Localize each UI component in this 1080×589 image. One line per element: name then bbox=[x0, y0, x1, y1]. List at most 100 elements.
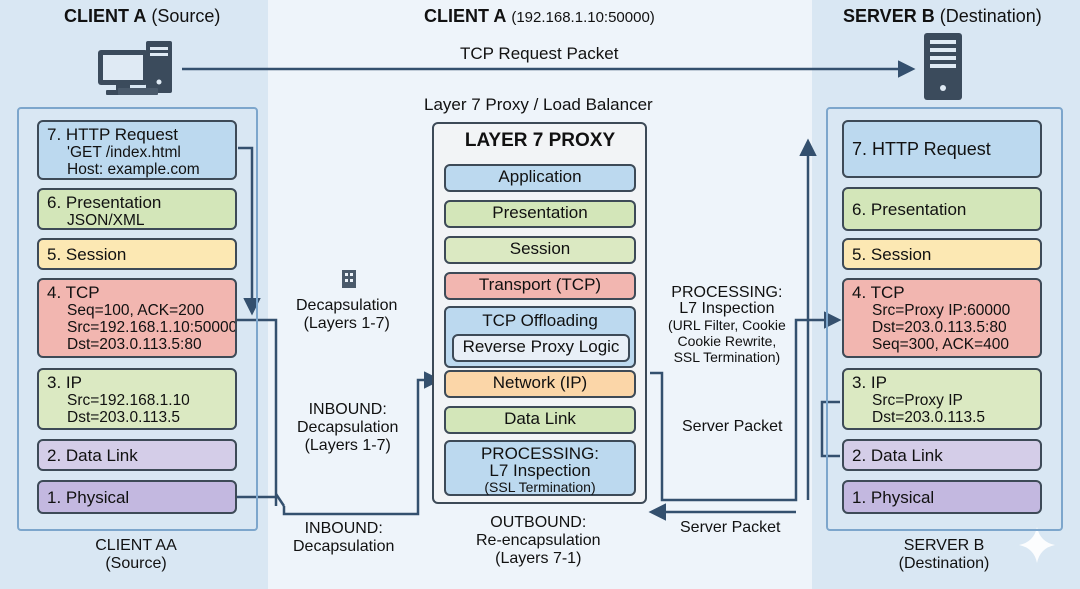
client-layer-5-session: 5. Session bbox=[37, 238, 237, 270]
annotation-inbound-bottom: INBOUND: Decapsulation bbox=[293, 520, 394, 556]
server-layer-4-tcp-detail: Dst=203.0.113.5:80 bbox=[872, 319, 1007, 336]
tcp-request-label: TCP Request Packet bbox=[460, 44, 619, 63]
client-layer-1-physical-content: 1. Physical bbox=[47, 488, 129, 507]
server-layer-3-ip-title: 3. IP bbox=[852, 373, 887, 392]
server-layer-7-http-title: 7. HTTP Request bbox=[852, 138, 991, 159]
client-layer-4-tcp-title: 4. TCP bbox=[47, 283, 100, 302]
caption-client-line2: (Source) bbox=[105, 555, 167, 572]
client-layer-6-presentation-detail: JSON/XML bbox=[67, 212, 145, 229]
server-layer-6-presentation-content: 6. Presentation bbox=[852, 200, 966, 219]
client-layer-2-data-link-title: 2. Data Link bbox=[47, 445, 138, 465]
client-layer-2-data-link-content: 2. Data Link bbox=[47, 446, 138, 465]
proxy-data-link-layer: Data Link bbox=[444, 406, 636, 434]
client-layer-2-data-link: 2. Data Link bbox=[37, 439, 237, 471]
server-layer-4-tcp-title: 4. TCP bbox=[852, 283, 905, 302]
server-stack-panel bbox=[826, 107, 1063, 531]
annotation-outbound-line2: Re-encapsulation bbox=[476, 532, 601, 549]
proxy-processing-title: PROCESSING: bbox=[480, 444, 600, 463]
annotation-processing-line5: SSL Termination) bbox=[673, 349, 781, 365]
server-layer-3-ip-detail: Src=Proxy IP bbox=[872, 392, 963, 409]
client-layer-1-physical: 1. Physical bbox=[37, 480, 237, 514]
building-icon bbox=[342, 270, 356, 288]
client-layer-7-http-title: 7. HTTP Request bbox=[47, 125, 179, 144]
header-client-name: CLIENT A bbox=[64, 6, 147, 26]
annotation-decapsulation: Decapsulation (Layers 1-7) bbox=[296, 297, 397, 333]
annotation-inbound-decap: INBOUND: Decapsulation (Layers 1-7) bbox=[297, 401, 398, 455]
header-server-name: SERVER B bbox=[843, 6, 935, 26]
server-layer-3-ip-detail: Dst=203.0.113.5 bbox=[872, 409, 986, 426]
server-layer-1-physical-title: 1. Physical bbox=[852, 487, 935, 507]
header-client-source: CLIENT A (Source) bbox=[64, 6, 220, 27]
annotation-outbound: OUTBOUND: Re-encapsulation (Layers 7-1) bbox=[476, 514, 601, 568]
server-ip-loop bbox=[820, 400, 840, 458]
proxy-network-layer: Network (IP) bbox=[444, 370, 636, 398]
annotation-processing-line4: Cookie Rewrite, bbox=[677, 333, 777, 349]
proxy-session-layer: Session bbox=[444, 236, 636, 264]
client-layer-4-tcp-detail: Dst=203.0.113.5:80 bbox=[67, 336, 202, 353]
client-layer-5-session-content: 5. Session bbox=[47, 245, 126, 264]
client-down-arrow bbox=[238, 146, 261, 316]
desktop-computer-icon bbox=[98, 41, 172, 95]
client-layer-7-http-detail: 'GET /index.html bbox=[67, 144, 181, 161]
annotation-inbound-bottom-line2: Decapsulation bbox=[293, 538, 395, 555]
sparkle-icon bbox=[1019, 527, 1055, 563]
annotation-inbound-line1: INBOUND: bbox=[308, 401, 387, 418]
annotation-processing-line3: (URL Filter, Cookie bbox=[668, 317, 786, 333]
server-layer-1-physical-content: 1. Physical bbox=[852, 488, 934, 507]
server-layer-1-physical: 1. Physical bbox=[842, 480, 1042, 514]
client-layer-4-tcp-detail: Src=192.168.1.10:50000 bbox=[67, 319, 237, 336]
client-layer-3-ip-detail: Dst=203.0.113.5 bbox=[67, 409, 181, 426]
caption-server: SERVER B (Destination) bbox=[874, 537, 1014, 573]
wire-to-proxy-arrow-a bbox=[274, 493, 286, 507]
wire-to-proxy-arrow bbox=[282, 371, 442, 516]
annotation-server-packet-1: Server Packet bbox=[682, 418, 783, 435]
annotation-decap-line2: (Layers 1-7) bbox=[303, 315, 390, 332]
proxy-title: LAYER 7 PROXY bbox=[464, 130, 616, 151]
proxy-tcp-offloading-label: TCP Offloading bbox=[482, 311, 598, 330]
header-client-address: CLIENT A (192.168.1.10:50000) bbox=[424, 6, 655, 27]
header-client-role: (Source) bbox=[151, 6, 221, 26]
proxy-processing-line1: L7 Inspection bbox=[489, 461, 591, 480]
client-layer-6-presentation-title: 6. Presentation bbox=[47, 193, 162, 212]
server-layer-5-session: 5. Session bbox=[842, 238, 1042, 270]
header-server-role: (Destination) bbox=[939, 6, 1042, 26]
proxy-caption: Layer 7 Proxy / Load Balancer bbox=[424, 95, 653, 114]
proxy-outbound-path bbox=[650, 311, 842, 502]
annotation-server-packet-2: Server Packet bbox=[680, 519, 781, 536]
server-layer-5-session-content: 5. Session bbox=[852, 245, 931, 264]
server-layer-4-tcp-detail: Src=Proxy IP:60000 bbox=[872, 302, 1011, 319]
annotation-inbound-line2: Decapsulation bbox=[297, 419, 399, 436]
annotation-inbound-line3: (Layers 1-7) bbox=[304, 437, 391, 454]
proxy-reverse-proxy-logic: Reverse Proxy Logic bbox=[452, 334, 630, 362]
proxy-application-layer: Application bbox=[444, 164, 636, 192]
annotation-processing-line2: L7 Inspection bbox=[679, 300, 775, 317]
server-layer-7-http-content: 7. HTTP Request bbox=[852, 138, 991, 159]
client-layer-1-physical-title: 1. Physical bbox=[47, 487, 130, 507]
server-tower-icon bbox=[924, 33, 962, 100]
caption-server-line1: SERVER B bbox=[903, 537, 985, 554]
proxy-processing-box: PROCESSING: L7 Inspection (SSL Terminati… bbox=[444, 440, 636, 496]
annotation-processing: PROCESSING: L7 Inspection (URL Filter, C… bbox=[668, 285, 786, 366]
server-layer-2-data-link-title: 2. Data Link bbox=[852, 445, 943, 465]
header-server-destination: SERVER B (Destination) bbox=[843, 6, 1042, 27]
caption-client-line1: CLIENT AA bbox=[95, 537, 177, 554]
header-middle-address: (192.168.1.10:50000) bbox=[511, 9, 655, 26]
client-tcp-to-wire-path bbox=[236, 318, 278, 506]
server-layer-2-data-link-content: 2. Data Link bbox=[852, 446, 943, 465]
client-layer-3-ip-detail: Src=192.168.1.10 bbox=[67, 392, 190, 409]
header-middle-name: CLIENT A bbox=[424, 6, 507, 26]
client-layer-3-ip-title: 3. IP bbox=[47, 373, 82, 392]
annotation-outbound-line3: (Layers 7-1) bbox=[495, 550, 582, 567]
